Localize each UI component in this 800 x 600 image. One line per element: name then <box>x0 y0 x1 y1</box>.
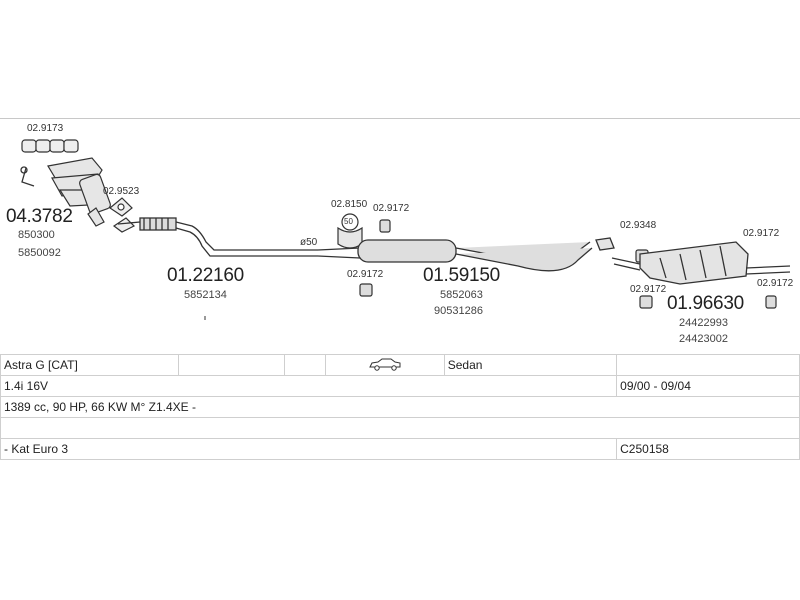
rear-gasket-code: 02.9348 <box>620 220 657 231</box>
vehicle-info-table: Astra G [CAT] Sedan 1.4i 16V 09/00 - 09/… <box>0 354 800 460</box>
exhaust-diagram <box>20 139 791 320</box>
years-cell: 09/00 - 09/04 <box>616 375 800 397</box>
specs-cell: 1389 cc, 90 HP, 66 KW M° Z1.4XE - <box>0 396 800 418</box>
car-sedan-icon <box>368 357 402 374</box>
clamp-badge: 50 <box>344 217 353 226</box>
lambda-sensor-drawing <box>20 166 35 187</box>
middle-silencer-part-number: 01.59150 <box>423 265 500 286</box>
small-gasket-drawing <box>108 197 136 233</box>
front-pipe-drawing <box>117 217 318 257</box>
empty-row <box>0 417 800 439</box>
middle-silencer-oe-number-2: 90531286 <box>434 305 483 317</box>
model-row: Astra G [CAT] Sedan <box>0 354 800 376</box>
catalyst-oe-number-2: 5850092 <box>18 247 61 259</box>
middle-silencer-drawing <box>317 239 593 272</box>
rear-silencer-drawing <box>595 237 791 285</box>
rubber-mount-code-top: 02.9172 <box>373 203 410 214</box>
front-pipe-oe-number: 5852134 <box>184 289 227 301</box>
manifold-gasket-drawing <box>21 139 79 153</box>
top-border <box>0 118 800 119</box>
notes-cell: - Kat Euro 3 <box>0 438 618 460</box>
rear-rubber-code-bottom: 02.9172 <box>630 284 667 295</box>
middle-silencer-oe-number-1: 5852063 <box>440 289 483 301</box>
pipe-diameter-label: ø50 <box>300 237 318 248</box>
manifold-small-gasket-code: 02.9523 <box>103 186 140 197</box>
catalyst-oe-number-1: 850300 <box>18 229 55 241</box>
blank-cell-2 <box>284 354 327 376</box>
rear-silencer-oe-number-2: 24423002 <box>679 333 728 345</box>
catalyst-manifold-drawing <box>47 157 111 227</box>
clamp-code: 02.8150 <box>331 199 368 210</box>
rubber-mount-code-bottom: 02.9172 <box>347 269 384 280</box>
manifold-gasket-code: 02.9173 <box>27 123 64 134</box>
body-icon-cell <box>325 354 445 376</box>
catalog-code-cell: C250158 <box>616 438 800 460</box>
rear-rubber-code-right: 02.9172 <box>743 228 780 239</box>
blank-cell-3 <box>616 354 800 376</box>
notes-row: - Kat Euro 3 C250158 <box>0 438 800 460</box>
model-cell: Astra G [CAT] <box>0 354 180 376</box>
blank-cell-1 <box>178 354 286 376</box>
rear-rubber-code-far: 02.9172 <box>757 278 794 289</box>
specs-row: 1389 cc, 90 HP, 66 KW M° Z1.4XE - <box>0 396 800 418</box>
empty-cell <box>0 417 800 439</box>
rear-silencer-part-number: 01.96630 <box>667 293 744 314</box>
catalyst-part-number: 04.3782 <box>6 206 73 227</box>
engine-row: 1.4i 16V 09/00 - 09/04 <box>0 375 800 397</box>
engine-cell: 1.4i 16V <box>0 375 618 397</box>
front-pipe-part-number: 01.22160 <box>167 265 244 286</box>
rear-silencer-oe-number-1: 24422993 <box>679 317 728 329</box>
body-type-cell: Sedan <box>443 354 618 376</box>
